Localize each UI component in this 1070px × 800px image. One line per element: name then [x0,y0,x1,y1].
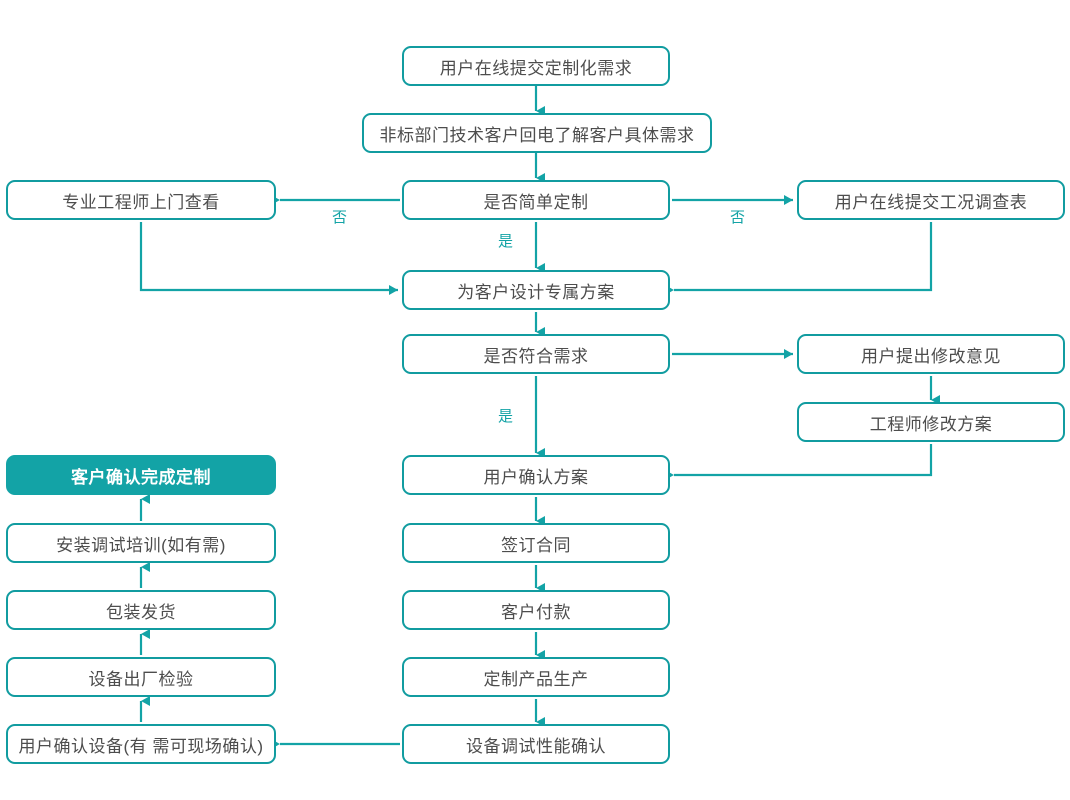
flow-node-n16[interactable]: 设备出厂检验 [6,657,276,697]
flow-edge [139,222,398,295]
flow-node-n13[interactable]: 定制产品生产 [402,657,670,697]
flow-node-label: 用户确认方案 [483,467,589,487]
flow-node-n14[interactable]: 设备调试性能确认 [402,724,670,764]
flow-node-label: 工程师修改方案 [869,414,993,434]
flow-node-label: 设备调试性能确认 [466,736,606,756]
flow-edge [665,444,933,480]
flow-node-n15[interactable]: 用户确认设备(有 需可现场确认) [6,724,276,764]
flow-node-n4[interactable]: 专业工程师上门查看 [6,180,276,220]
flow-node-label: 用户在线提交定制化需求 [439,58,633,78]
flow-node-n17[interactable]: 包装发货 [6,590,276,630]
flow-node-label: 包装发货 [106,602,176,622]
edge-label-l2: 否 [730,209,746,226]
flow-node-n10[interactable]: 用户确认方案 [402,455,670,495]
edge-label-l4: 是 [498,408,514,425]
edge-label-l3: 是 [498,233,514,250]
flow-node-label: 非标部门技术客户回电了解客户具体需求 [379,125,695,145]
flow-node-label: 设备出厂检验 [88,669,194,689]
flow-node-label: 用户在线提交工况调查表 [834,192,1028,212]
flow-node-label: 是否简单定制 [483,192,589,212]
flow-node-n11[interactable]: 签订合同 [402,523,670,563]
flow-node-label: 用户确认设备(有 需可现场确认) [18,736,264,756]
flow-node-label: 用户提出修改意见 [861,346,1001,366]
edge-label-l1: 否 [332,209,348,226]
flow-node-label: 是否符合需求 [483,346,589,366]
flow-node-n1[interactable]: 用户在线提交定制化需求 [402,46,670,86]
flow-node-n2[interactable]: 非标部门技术客户回电了解客户具体需求 [362,113,712,153]
flow-node-label: 客户付款 [501,602,571,622]
flow-node-label: 安装调试培训(如有需) [56,535,226,555]
flow-node-n8[interactable]: 用户提出修改意见 [797,334,1065,374]
flow-node-n3[interactable]: 是否简单定制 [402,180,670,220]
flow-node-label: 专业工程师上门查看 [62,192,220,212]
flow-node-n19[interactable]: 客户确认完成定制 [6,455,276,495]
flow-node-n5[interactable]: 用户在线提交工况调查表 [797,180,1065,220]
flow-node-label: 签订合同 [501,535,571,555]
flow-node-n6[interactable]: 为客户设计专属方案 [402,270,670,310]
flow-edge [665,222,933,295]
flow-node-label: 为客户设计专属方案 [457,282,615,302]
flow-node-label: 客户确认完成定制 [71,467,211,487]
flow-node-n7[interactable]: 是否符合需求 [402,334,670,374]
flow-node-n18[interactable]: 安装调试培训(如有需) [6,523,276,563]
flow-node-n9[interactable]: 工程师修改方案 [797,402,1065,442]
flow-node-label: 定制产品生产 [483,669,589,689]
flow-node-n12[interactable]: 客户付款 [402,590,670,630]
